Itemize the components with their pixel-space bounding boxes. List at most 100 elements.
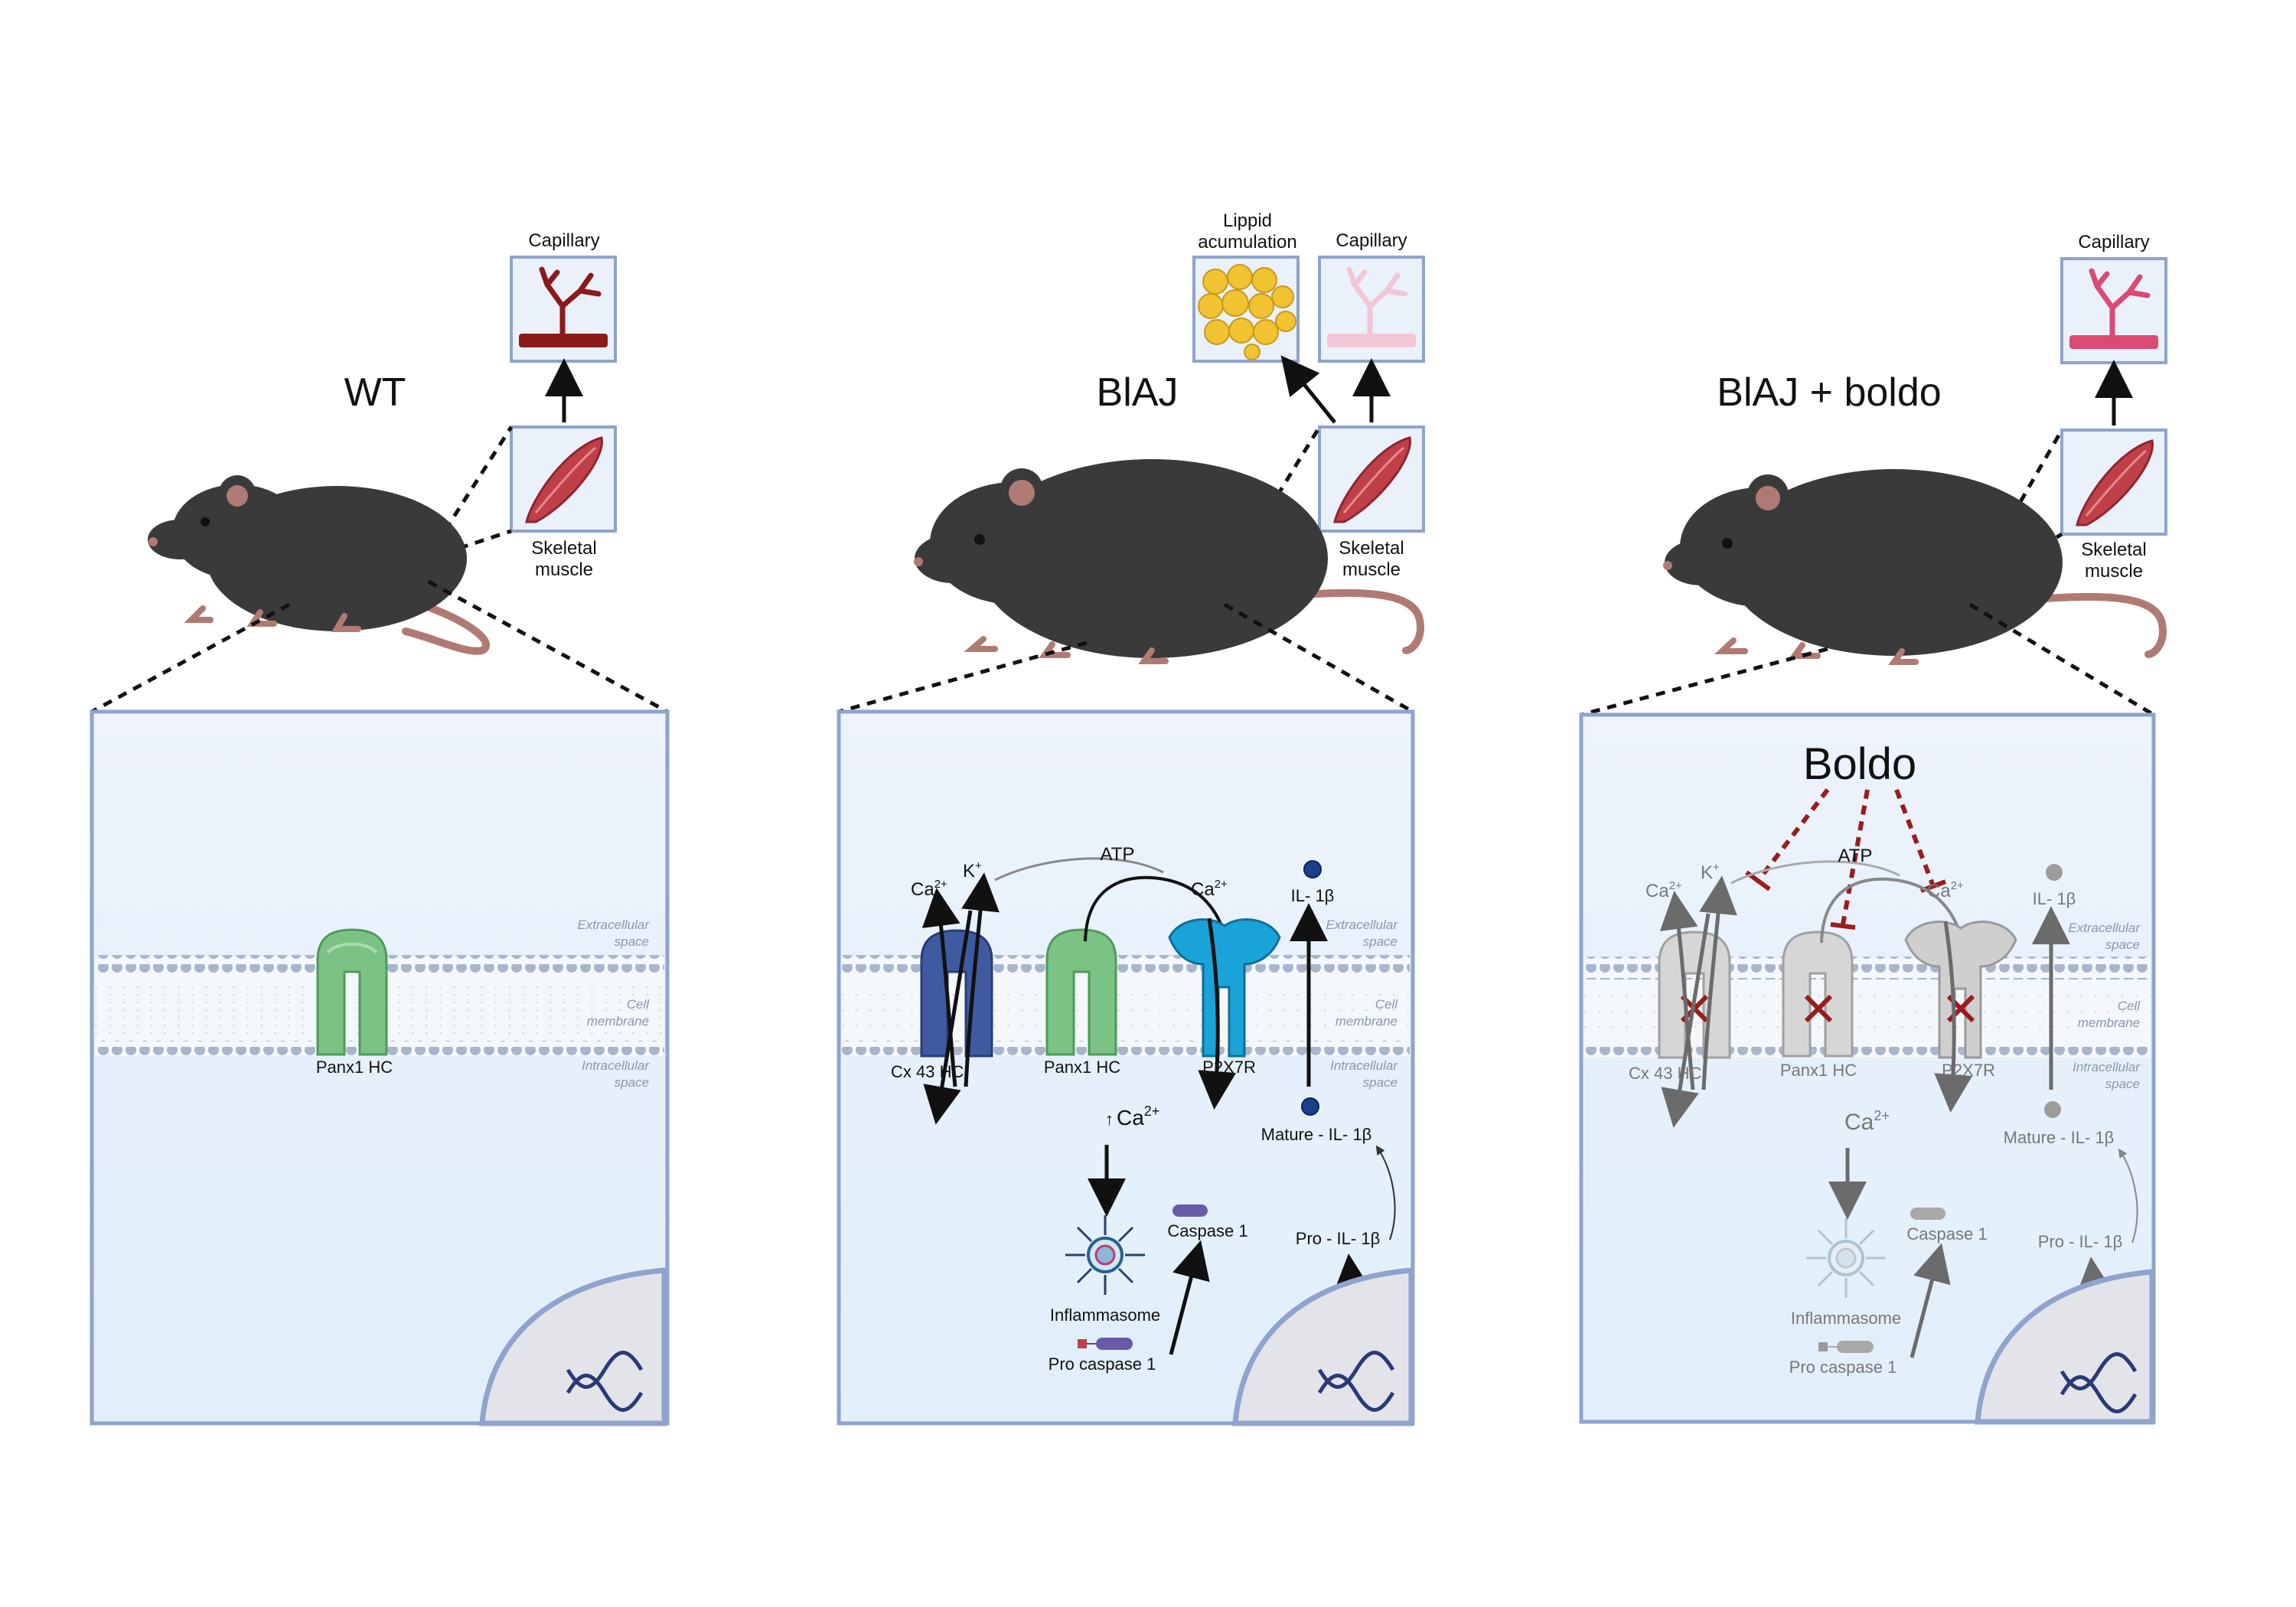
panel-blaj: BlAJ Lippid acumulation Capillary Skelet… [837,210,1425,1426]
cx43-label: Cx 43 HC [1629,1064,1701,1083]
arrow-ca-out [1659,891,1698,1090]
caspase1-label: Caspase 1 [1906,1224,1987,1244]
panel-title-blaj: BlAJ [1097,370,1179,415]
svg-text:space: space [615,1075,649,1090]
ca-increase-label: ↑Ca2+ [1105,1103,1159,1129]
svg-text:space: space [2105,1077,2140,1091]
arrow-k-out [1699,875,1737,1090]
il1b-molecule [1303,860,1322,878]
inflammasome-label: Inflammasome [1791,1309,1901,1328]
mouse-illustration-obese [914,459,1424,664]
dna-icon [1317,1351,1395,1412]
lipid-label-line2: acumulation [1198,232,1296,253]
pro-il1b-label: Pro - IL- 1β [2038,1232,2122,1251]
mouse-illustration-treated [1663,469,2167,665]
arrow-atp-release [1730,860,1900,885]
arrow-atp-to-p2x7r [1820,877,1964,944]
zoom-line [1968,602,2155,717]
muscle-icon [1333,436,1411,523]
p2x7r-label: P2X7R [1942,1061,1995,1080]
panel-wt: WT Capillary Skeletal muscle [90,230,670,1426]
mature-il1b-molecule [1301,1097,1319,1116]
atp-label: ATP [1101,844,1135,865]
panx1-label: Panx1 HC [316,1058,393,1077]
capillary-label: Capillary [528,230,599,251]
il1b-label: IL- 1β [2033,889,2076,908]
svg-text:Extracellular: Extracellular [577,918,650,932]
zoom-line [1580,647,1828,717]
svg-text:space: space [1363,1075,1397,1090]
arrow-ca-into-p2x7r [1934,921,1973,1113]
arrow-atp-release [994,857,1164,882]
pro-il1b-label: Pro - IL- 1β [1296,1229,1380,1248]
svg-text:membrane: membrane [1336,1014,1397,1028]
svg-text:membrane: membrane [587,1014,649,1028]
muscle-icon [525,436,603,523]
skeletal-muscle-label-line1: Skeletal [2081,539,2146,560]
mouse-illustration [148,475,491,655]
k-label: K+ [963,859,982,882]
membrane-labels: Extracellular space Cell membrane Intrac… [577,918,650,1090]
skeletal-muscle-label-line2: muscle [2085,561,2143,582]
svg-text:Intracellular: Intracellular [582,1058,650,1073]
arrow-pro-to-mature [1375,1145,1396,1240]
capillary-icon [519,266,608,347]
capillary-icon-recovered [2069,268,2158,349]
svg-text:membrane: membrane [2078,1015,2140,1030]
panx1-label: Panx1 HC [1044,1058,1120,1077]
p2x7r-channel [1168,918,1281,1058]
arrow-ca-in [923,910,973,1125]
ca-label: Ca2+ [1645,879,1682,901]
membrane-labels: Extracellular space Cell membrane Intrac… [2068,921,2141,1091]
nucleus [1232,1267,1414,1426]
caspase1-icon [1910,1208,1945,1220]
arrow-atp-to-p2x7r [1084,875,1228,942]
caspase1-label: Caspase 1 [1167,1221,1247,1240]
pro-caspase1-label: Pro caspase 1 [1049,1354,1156,1374]
zoom-line [426,529,512,561]
ca-label: Ca2+ [1927,879,1964,901]
muscle-icon [2076,439,2154,526]
il1b-label: IL- 1β [1291,886,1335,905]
zoom-line [427,579,669,714]
panx1-channel-inhibited [1782,931,1854,1058]
nucleus [1975,1269,2155,1425]
dna-icon [2060,1352,2138,1413]
svg-text:Cell: Cell [1375,997,1399,1012]
pro-caspase1-label: Pro caspase 1 [1789,1358,1897,1377]
arrow-pro-to-mature [2118,1148,2138,1244]
skeletal-muscle-label-line1: Skeletal [1339,538,1404,559]
capillary-label: Capillary [2078,232,2149,253]
svg-text:Intracellular: Intracellular [1330,1058,1398,1073]
inflammasome-label: Inflammasome [1050,1305,1160,1325]
panel-title-wt: WT [344,370,406,415]
mature-il1b-label: Mature - IL- 1β [1261,1125,1372,1144]
arrow-muscle-to-lipid [1280,355,1336,424]
panel-title-boldo: BlAJ + boldo [1717,370,1941,415]
inflammasome-icon [1065,1215,1145,1295]
caspase1-icon [1172,1204,1208,1217]
membrane-labels: Extracellular space Cell membrane Intrac… [1326,918,1398,1090]
svg-text:Extracellular: Extracellular [2068,921,2141,935]
capillary-label: Capillary [1336,230,1407,251]
il1b-molecule [2046,864,2063,881]
arrow-ca-in [1661,913,1711,1128]
mature-il1b-molecule [2044,1101,2061,1118]
pro-caspase1-icon [1818,1341,1874,1353]
arrow-ca-out [921,888,960,1087]
svg-text:Cell: Cell [2118,999,2141,1013]
mature-il1b-label: Mature - IL- 1β [2004,1128,2115,1147]
arrow-k-out [961,872,1000,1087]
panx1-channel [1045,928,1117,1056]
svg-text:space: space [2105,937,2140,952]
panx1-channel [316,928,388,1056]
lipid-droplets-icon [1198,264,1296,360]
cx43-label: Cx 43 HC [891,1062,964,1081]
svg-text:Extracellular: Extracellular [1326,918,1398,932]
k-label: K+ [1701,861,1720,883]
zoom-line [838,641,1088,714]
panel-boldo: BlAJ + boldo Capillary Skeletal muscle [1579,232,2167,1425]
skeletal-muscle-label-line2: muscle [535,559,593,580]
ca-label: Ca2+ [1191,878,1228,900]
